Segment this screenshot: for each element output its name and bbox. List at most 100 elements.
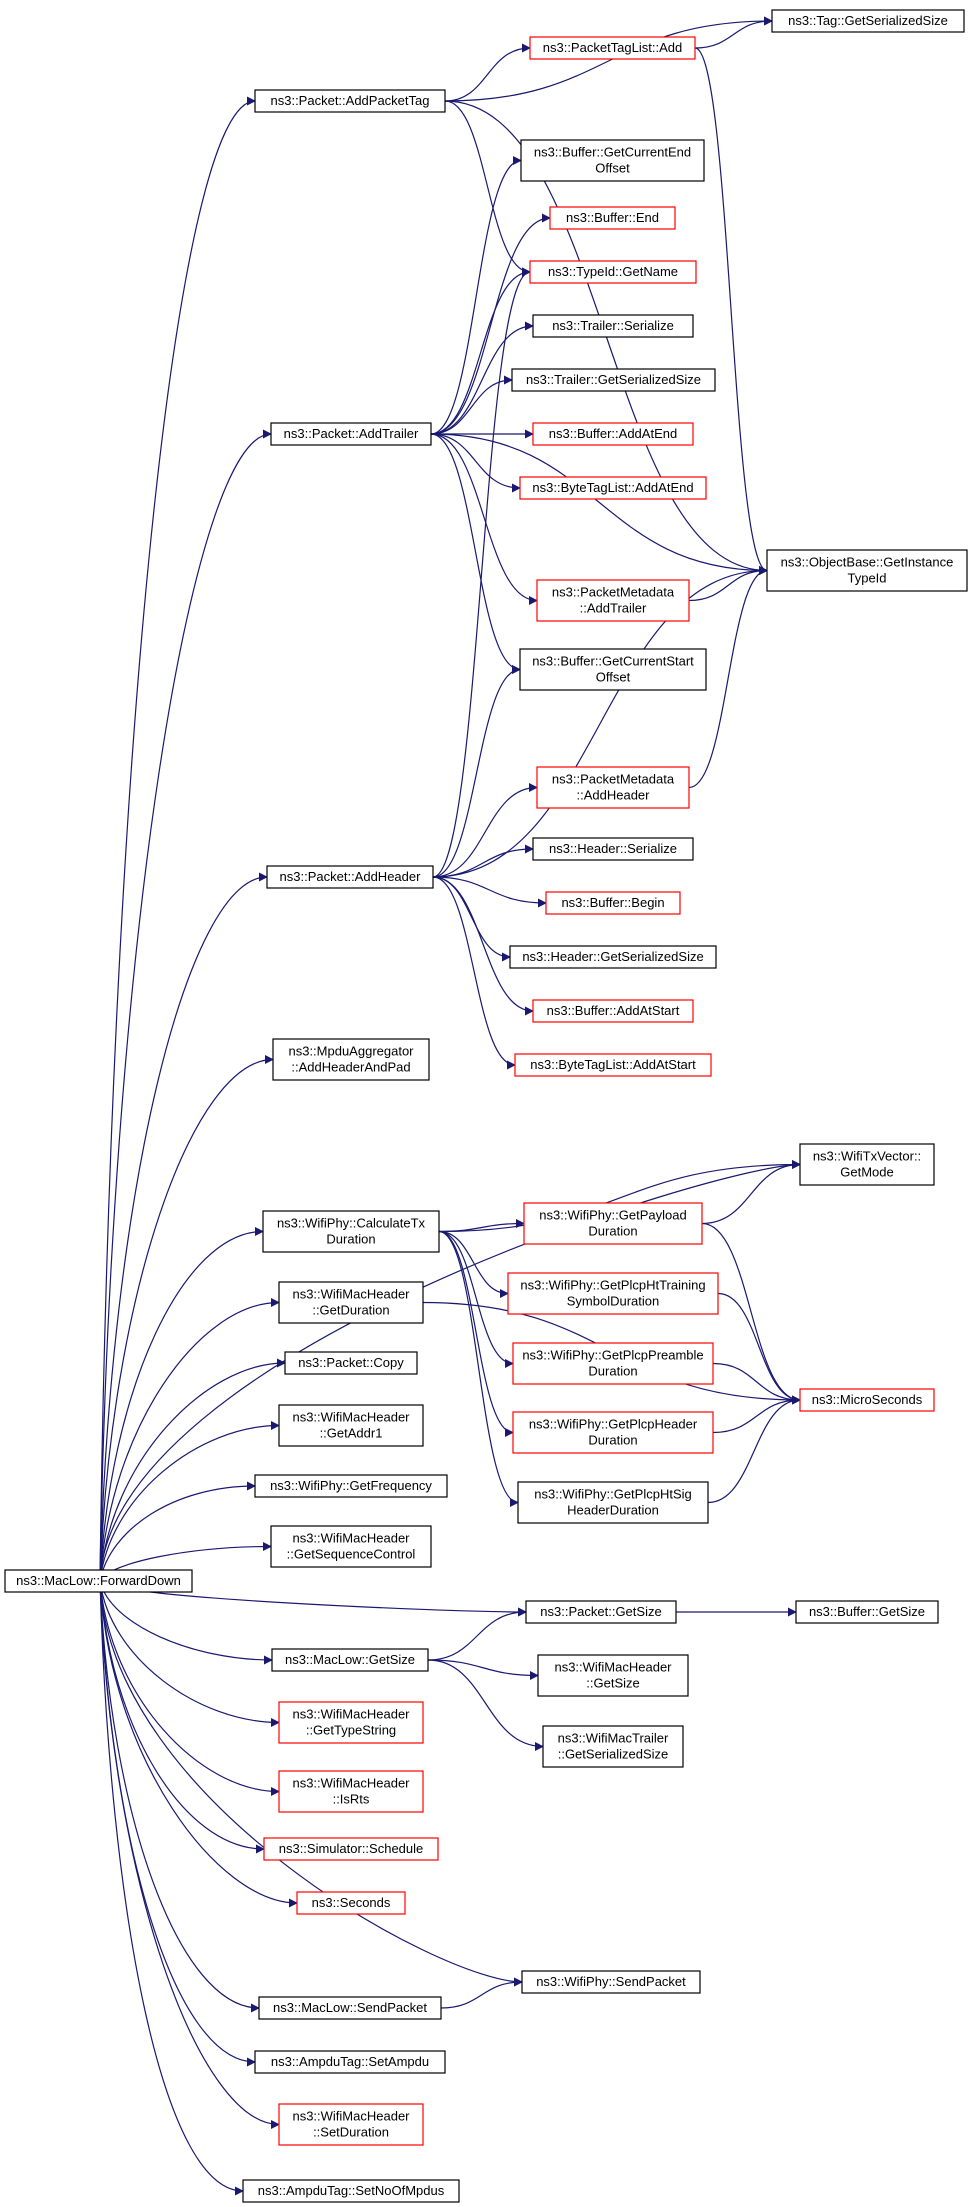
node-addTrailer[interactable]: ns3::Packet::AddTrailer xyxy=(270,422,432,446)
node-headerSerialize[interactable]: ns3::Header::Serialize xyxy=(532,837,694,861)
node-box[interactable] xyxy=(254,89,446,113)
node-box[interactable] xyxy=(507,1272,719,1315)
node-microSeconds[interactable]: ns3::MicroSeconds xyxy=(799,1388,935,1412)
node-macHdrGetDuration[interactable]: ns3::WifiMacHeader::GetDuration xyxy=(278,1281,424,1324)
node-root[interactable]: ns3::MacLow::ForwardDown xyxy=(4,1569,193,1593)
node-trailerGetSerializedSize[interactable]: ns3::Trailer::GetSerializedSize xyxy=(511,368,716,392)
node-phySendPacket[interactable]: ns3::WifiPhy::SendPacket xyxy=(521,1970,701,1994)
node-box[interactable] xyxy=(520,139,705,182)
node-box[interactable] xyxy=(525,1600,677,1624)
node-box[interactable] xyxy=(519,476,707,500)
node-box[interactable] xyxy=(549,206,676,230)
node-tagListAdd[interactable]: ns3::PacketTagList::Add xyxy=(529,36,696,60)
node-seconds[interactable]: ns3::Seconds xyxy=(296,1891,406,1915)
node-macHdrGetSize[interactable]: ns3::WifiMacHeader::GetSize xyxy=(537,1654,689,1697)
node-byteTagAddAtStart[interactable]: ns3::ByteTagList::AddAtStart xyxy=(514,1053,712,1077)
node-ampduSetAmpdu[interactable]: ns3::AmpduTag::SetAmpdu xyxy=(254,2050,446,2074)
node-macHdrGetTypeString[interactable]: ns3::WifiMacHeader::GetTypeString xyxy=(278,1701,424,1744)
node-box[interactable] xyxy=(254,2050,446,2074)
node-simSchedule[interactable]: ns3::Simulator::Schedule xyxy=(263,1837,439,1861)
node-trailerSerialize[interactable]: ns3::Trailer::Serialize xyxy=(532,314,694,338)
node-box[interactable] xyxy=(242,2179,460,2203)
node-macHdrGetAddr1[interactable]: ns3::WifiMacHeader::GetAddr1 xyxy=(278,1404,424,1447)
node-tagGetSerializedSize[interactable]: ns3::Tag::GetSerializedSize xyxy=(771,9,965,33)
node-byteTagAddAtEnd[interactable]: ns3::ByteTagList::AddAtEnd xyxy=(519,476,707,500)
node-box[interactable] xyxy=(766,549,968,592)
node-txVectorGetMode[interactable]: ns3::WifiTxVector::GetMode xyxy=(799,1143,935,1186)
node-macHdrSetDuration[interactable]: ns3::WifiMacHeader::SetDuration xyxy=(278,2103,424,2146)
node-box[interactable] xyxy=(537,1654,689,1697)
node-box[interactable] xyxy=(771,9,965,33)
node-box[interactable] xyxy=(532,314,694,338)
node-box[interactable] xyxy=(284,1351,418,1375)
node-box[interactable] xyxy=(278,2103,424,2146)
node-box[interactable] xyxy=(270,1525,432,1568)
node-box[interactable] xyxy=(263,1837,439,1861)
node-mpduAddHeaderAndPad[interactable]: ns3::MpduAggregator::AddHeaderAndPad xyxy=(272,1038,430,1081)
node-macLowSendPacket[interactable]: ns3::MacLow::SendPacket xyxy=(258,1996,442,2020)
node-box[interactable] xyxy=(262,1210,440,1253)
node-box[interactable] xyxy=(4,1569,193,1593)
node-ampduSetNoOfMpdus[interactable]: ns3::AmpduTag::SetNoOfMpdus xyxy=(242,2179,460,2203)
node-bufEnd[interactable]: ns3::Buffer::End xyxy=(549,206,676,230)
node-getPlcpHtTraining[interactable]: ns3::WifiPhy::GetPlcpHtTrainingSymbolDur… xyxy=(507,1272,719,1315)
node-bufGetSize[interactable]: ns3::Buffer::GetSize xyxy=(795,1600,939,1624)
node-box[interactable] xyxy=(511,368,716,392)
node-box[interactable] xyxy=(278,1281,424,1324)
node-bufBegin[interactable]: ns3::Buffer::Begin xyxy=(545,891,681,915)
node-box[interactable] xyxy=(545,891,681,915)
node-box[interactable] xyxy=(795,1600,939,1624)
node-box[interactable] xyxy=(529,36,696,60)
node-box[interactable] xyxy=(532,999,694,1023)
node-headerGetSerializedSize[interactable]: ns3::Header::GetSerializedSize xyxy=(509,945,717,969)
node-box[interactable] xyxy=(258,1996,442,2020)
node-pmAddHeader[interactable]: ns3::PacketMetadata::AddHeader xyxy=(536,766,690,809)
node-box[interactable] xyxy=(278,1770,424,1813)
node-box[interactable] xyxy=(532,837,694,861)
node-box[interactable] xyxy=(509,945,717,969)
node-box[interactable] xyxy=(296,1891,406,1915)
node-box[interactable] xyxy=(266,865,434,889)
node-box[interactable] xyxy=(278,1404,424,1447)
node-box[interactable] xyxy=(254,1474,448,1498)
node-box[interactable] xyxy=(514,1053,712,1077)
node-addHeader[interactable]: ns3::Packet::AddHeader xyxy=(266,865,434,889)
node-box[interactable] xyxy=(536,579,690,622)
node-box[interactable] xyxy=(272,1038,430,1081)
node-box[interactable] xyxy=(517,1481,709,1524)
node-box[interactable] xyxy=(536,766,690,809)
node-box[interactable] xyxy=(271,1648,429,1672)
node-box[interactable] xyxy=(512,1411,714,1454)
node-box[interactable] xyxy=(278,1701,424,1744)
node-macLowGetSize[interactable]: ns3::MacLow::GetSize xyxy=(271,1648,429,1672)
node-phyGetFrequency[interactable]: ns3::WifiPhy::GetFrequency xyxy=(254,1474,448,1498)
node-box[interactable] xyxy=(521,1970,701,1994)
node-box[interactable] xyxy=(270,422,432,446)
node-box[interactable] xyxy=(542,1725,684,1768)
node-bufAddAtEnd[interactable]: ns3::Buffer::AddAtEnd xyxy=(532,422,694,446)
node-box[interactable] xyxy=(799,1388,935,1412)
node-box[interactable] xyxy=(523,1202,703,1245)
node-packetGetSize[interactable]: ns3::Packet::GetSize xyxy=(525,1600,677,1624)
node-macHdrGetSeqCtrl[interactable]: ns3::WifiMacHeader::GetSequenceControl xyxy=(270,1525,432,1568)
node-box[interactable] xyxy=(519,648,707,691)
node-macHdrIsRts[interactable]: ns3::WifiMacHeader::IsRts xyxy=(278,1770,424,1813)
node-packetCopy[interactable]: ns3::Packet::Copy xyxy=(284,1351,418,1375)
node-macTrailerGetSerializedSize[interactable]: ns3::WifiMacTrailer::GetSerializedSize xyxy=(542,1725,684,1768)
node-addPacketTag[interactable]: ns3::Packet::AddPacketTag xyxy=(254,89,446,113)
node-box[interactable] xyxy=(532,422,694,446)
node-box[interactable] xyxy=(799,1143,935,1186)
node-typeIdGetName[interactable]: ns3::TypeId::GetName xyxy=(529,260,697,284)
node-pmAddTrailer[interactable]: ns3::PacketMetadata::AddTrailer xyxy=(536,579,690,622)
node-bufAddAtStart[interactable]: ns3::Buffer::AddAtStart xyxy=(532,999,694,1023)
node-box[interactable] xyxy=(512,1342,714,1385)
node-box[interactable] xyxy=(529,260,697,284)
